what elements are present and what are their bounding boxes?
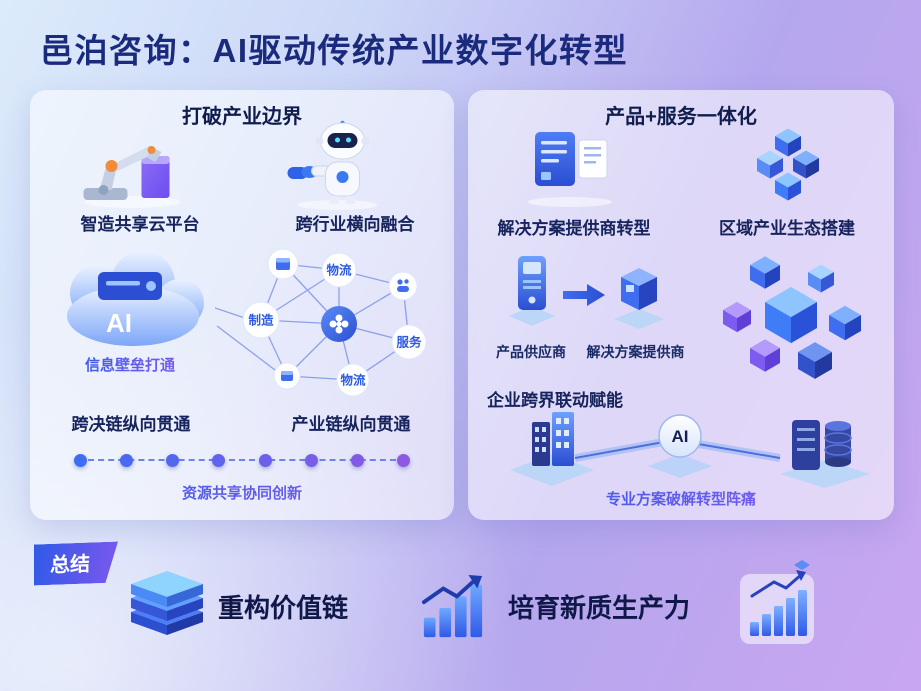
timeline-dot — [350, 453, 364, 467]
flow-from-label: 产品供应商 — [496, 344, 566, 360]
ai-linkage-scene: AI — [476, 408, 884, 496]
label-chain-vertical-left: 跨决链纵向贯通 — [71, 415, 191, 434]
page-title: 邑泊咨询：AI驱动传统产业数字化转型 — [40, 32, 628, 69]
label-industry-chain-vertical: 产业链纵向贯通 — [291, 415, 411, 434]
timeline-dot — [212, 453, 226, 467]
timeline-dot — [74, 453, 87, 467]
label-cross-industry-fusion: 跨行业横向融合 — [295, 215, 415, 234]
scene-caption: 专业方案破解转型阵痛 — [468, 488, 894, 509]
timeline-line — [78, 459, 406, 461]
svg-text:服务: 服务 — [396, 335, 422, 350]
timeline-dot — [258, 453, 272, 467]
svg-text:物流: 物流 — [326, 263, 352, 278]
value-chain-stack-icon — [125, 565, 210, 645]
right-panel-title: 产品+服务一体化 — [605, 106, 757, 128]
industry-network-diagram: 物流 制造 服务 — [215, 242, 443, 404]
summary-label-value-chain: 重构价值链 — [218, 593, 349, 623]
product-supplier-icon — [503, 252, 561, 330]
left-panel: 打破产业边界 — [30, 90, 454, 520]
solution-provider-icon — [608, 255, 670, 333]
summary-section: 总结 重构价值链 — [0, 530, 921, 691]
timeline-caption: 资源共享协同创新 — [30, 482, 454, 503]
bar-chart-tile-icon — [738, 558, 816, 648]
label-regional-ecosystem: 区域产业生态搭建 — [719, 219, 855, 238]
transform-arrow-icon — [563, 282, 605, 308]
growth-chart-icon — [420, 572, 486, 642]
ai-cloud-icon: AI — [48, 248, 216, 353]
left-panel-title: 打破产业边界 — [182, 106, 302, 128]
solution-document-icon — [523, 128, 618, 208]
svg-text:AI: AI — [672, 427, 689, 446]
right-panel: 产品+服务一体化 — [468, 90, 894, 520]
summary-label-new-productivity: 培育新质生产力 — [508, 593, 691, 623]
label-cross-border-enablement: 企业跨界联动赋能 — [487, 391, 623, 410]
svg-text:制造: 制造 — [248, 313, 274, 328]
svg-text:AI: AI — [106, 308, 132, 338]
industry-cubes-cluster-icon — [703, 240, 878, 405]
timeline-dot — [396, 453, 410, 467]
timeline — [74, 452, 410, 468]
handshake-robot-icon — [285, 120, 385, 210]
timeline-dot — [166, 453, 180, 467]
flow-to-label: 解决方案提供商 — [586, 344, 685, 360]
timeline-dot — [304, 453, 318, 467]
svg-text:物流: 物流 — [340, 373, 366, 388]
timeline-dot — [120, 453, 134, 467]
cloud-caption: 信息壁垒打通 — [50, 354, 210, 375]
label-smart-cloud-platform: 智造共享云平台 — [80, 215, 200, 234]
summary-badge: 总结 — [34, 542, 118, 586]
eco-cubes-icon — [746, 124, 831, 208]
label-solution-provider-transform: 解决方案提供商转型 — [497, 219, 651, 238]
robot-arm-icon — [75, 128, 190, 208]
